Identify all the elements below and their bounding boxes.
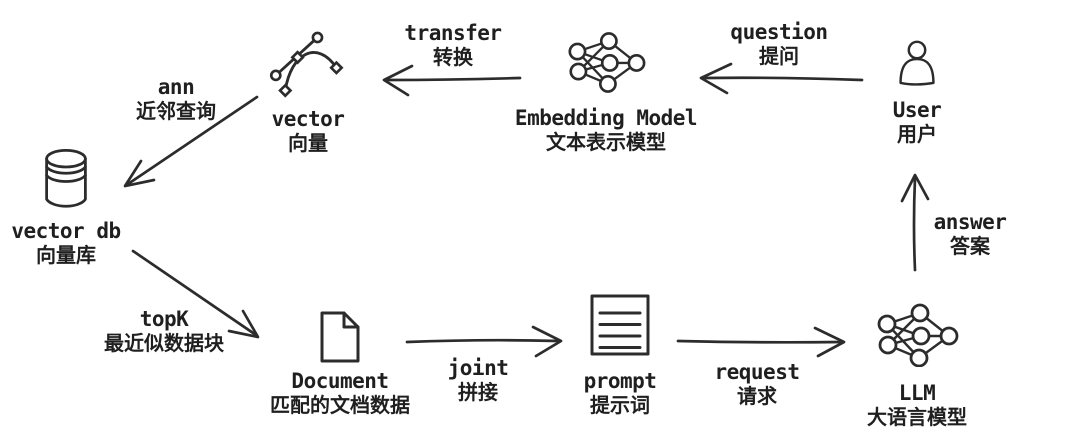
arrow-question (699, 62, 864, 95)
arrow-answer (900, 173, 930, 272)
node-label-en: LLM (898, 381, 936, 405)
edge-label-joint: joint 拼接 (348, 356, 608, 405)
arrow-request (676, 326, 846, 358)
edge-label-answer: answer 答案 (840, 210, 1080, 259)
edge-label-zh: 近邻查询 (136, 99, 216, 123)
bezier-curve-icon (198, 28, 418, 100)
arrow-ann (123, 95, 259, 188)
neural-network-icon (496, 30, 716, 94)
node-llm: LLM 大语言模型 (807, 303, 1027, 429)
edge-label-ann: ann 近邻查询 (46, 75, 306, 124)
arrow-joint (405, 325, 563, 358)
neural-network-icon (807, 303, 1027, 367)
node-label-en: vector (271, 107, 345, 131)
edge-label-en: question (730, 20, 828, 44)
node-label-en: prompt (583, 369, 657, 393)
edge-label-en: ann (157, 75, 195, 99)
edge-label-request: request 请求 (627, 360, 887, 409)
person-icon (807, 36, 1027, 92)
edge-label-question: question 提问 (649, 20, 909, 69)
edge-label-zh: 最近似数据块 (104, 331, 224, 355)
node-label-en: vector db (11, 219, 121, 243)
node-vector-db: vector db 向量库 (0, 146, 176, 267)
edge-label-zh: 请求 (737, 384, 777, 408)
node-label-en: Embedding Model (514, 106, 698, 130)
node-prompt: prompt 提示词 (510, 293, 730, 417)
node-label-en: User (892, 98, 942, 122)
prompt-lines-icon (510, 293, 730, 357)
database-icon (0, 146, 176, 212)
edge-label-topk: topK 最近似数据块 (34, 307, 294, 356)
node-embedding-model: Embedding Model 文本表示模型 (496, 30, 716, 154)
edge-label-zh: 提问 (759, 44, 799, 68)
edge-label-zh: 转换 (433, 45, 473, 69)
node-label-zh: 用户 (897, 122, 937, 146)
edge-label-transfer: transfer 转换 (323, 21, 583, 70)
node-label-zh: 向量库 (36, 243, 96, 267)
edge-label-en: topK (139, 307, 189, 331)
node-document: Document 匹配的文档数据 (230, 310, 450, 417)
edge-label-zh: 答案 (950, 234, 990, 258)
node-label-zh: 匹配的文档数据 (270, 393, 410, 417)
node-label-zh: 向量 (288, 131, 328, 155)
edge-label-en: joint (447, 356, 509, 380)
arrow-transfer (382, 64, 522, 97)
node-user: User 用户 (807, 36, 1027, 146)
node-label-zh: 提示词 (590, 393, 650, 417)
edge-label-zh: 拼接 (458, 380, 498, 404)
node-label-en: Document (291, 369, 389, 393)
node-vector: vector 向量 (198, 28, 418, 155)
node-label-zh: 大语言模型 (867, 405, 967, 429)
edge-label-en: transfer (404, 21, 502, 45)
document-icon (230, 310, 450, 364)
edge-label-en: request (714, 360, 800, 384)
edge-label-en: answer (933, 210, 1007, 234)
node-label-zh: 文本表示模型 (546, 130, 666, 154)
arrow-topk (131, 249, 260, 339)
